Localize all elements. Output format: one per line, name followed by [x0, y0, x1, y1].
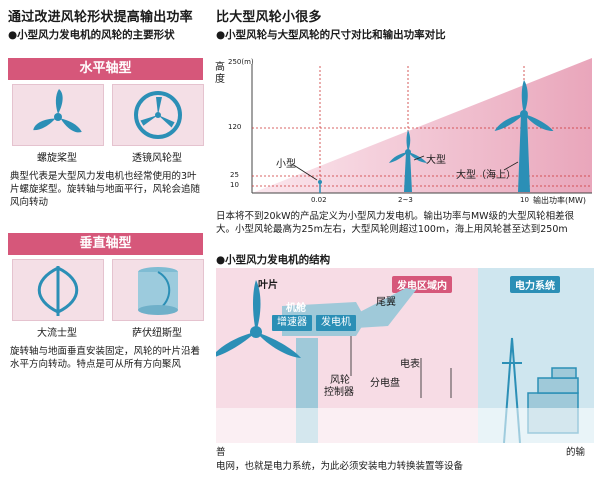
panel-label: 分电盘: [370, 378, 400, 389]
footer-line: 电网，也就是电力系统，为此必须安装电力转换装置等设备: [216, 461, 464, 472]
tail-label: 尾翼: [376, 297, 396, 308]
large-leader: [413, 155, 425, 161]
footer-start: 普: [216, 447, 226, 458]
offshore-label: 大型（海上）: [456, 170, 516, 181]
darrieus-tile: [12, 259, 104, 321]
small-leader: [291, 163, 318, 181]
controller-label-2: 控制器: [324, 387, 354, 398]
size-compare-chart: [251, 58, 592, 194]
offshore-leader: [503, 161, 519, 171]
y-label-1: 高: [215, 62, 225, 73]
tail-vane: [356, 288, 416, 328]
right-title: 比大型风轮小很多: [216, 10, 322, 25]
lens-rotor-icon: [134, 91, 182, 139]
propeller-icon: [33, 89, 82, 133]
horizontal-desc: 典型代表是大型风力发电机也经常使用的3叶片螺旋桨型。旋转轴与地面平行，风轮会追随…: [10, 171, 201, 208]
footer-end: 的输: [566, 447, 586, 458]
left-title: 通过改进风轮形状提高输出功率: [8, 10, 193, 25]
propeller-caption: 螺旋桨型: [37, 153, 77, 164]
savonius-caption: 萨伏纽斯型: [132, 328, 182, 339]
y-tick-120: 120: [228, 123, 242, 131]
vertical-axis-banner: 垂直轴型: [8, 233, 203, 255]
x-unit: 输出功率(MW): [533, 196, 587, 205]
x-tick-2-3: 2~3: [398, 196, 413, 204]
small-turbine-icon: [318, 180, 322, 193]
small-label: 小型: [276, 159, 296, 170]
large-label: 大型: [426, 155, 446, 166]
nacelle-label: 机舱: [286, 303, 306, 314]
y-label-2: 度: [215, 74, 225, 85]
propeller-tile: [12, 84, 104, 146]
savonius-icon: [138, 267, 178, 315]
y-tick-25: 25: [230, 171, 239, 179]
x-tick-002: 0.02: [311, 196, 327, 204]
blade-label: 叶片: [258, 280, 278, 291]
offshore-turbine-icon: [494, 80, 554, 192]
horizontal-axis-banner: 水平轴型: [8, 58, 203, 80]
lens-caption: 透镜风轮型: [132, 153, 182, 164]
darrieus-caption: 大流士型: [37, 328, 77, 339]
vertical-desc: 旋转轴与地面垂直安装固定，风轮的叶片沿着水平方向转动。特点是可从所有方向聚风: [10, 346, 201, 370]
gearbox-box: 增速器: [272, 315, 312, 331]
size-paragraph: 日本将不到20kW的产品定义为小型风力发电机。输出功率与MW级的大型风轮相差很大…: [216, 211, 575, 235]
power-system-tag: 电力系统: [510, 276, 560, 293]
structure-subtitle: ●小型风力发电机的结构: [216, 254, 331, 266]
rotor-icon: [216, 280, 302, 358]
savonius-tile: [112, 259, 204, 321]
size-compare-subtitle: ●小型风轮与大型风轮的尺寸对比和输出功率对比: [216, 29, 446, 41]
left-subtitle: ●小型风力发电机的风轮的主要形状: [8, 29, 175, 41]
lens-tile: [112, 84, 204, 146]
y-tick-10: 10: [230, 181, 239, 189]
meter-label: 电表: [400, 359, 420, 370]
y-top-tick: 250(m): [228, 58, 254, 66]
darrieus-icon: [37, 266, 79, 316]
scale-triangle: [252, 58, 592, 193]
large-turbine-icon: [388, 130, 428, 192]
controller-label-1: 风轮: [330, 375, 350, 386]
generator-box: 发电机: [316, 315, 356, 331]
x-tick-10: 10: [520, 196, 529, 204]
